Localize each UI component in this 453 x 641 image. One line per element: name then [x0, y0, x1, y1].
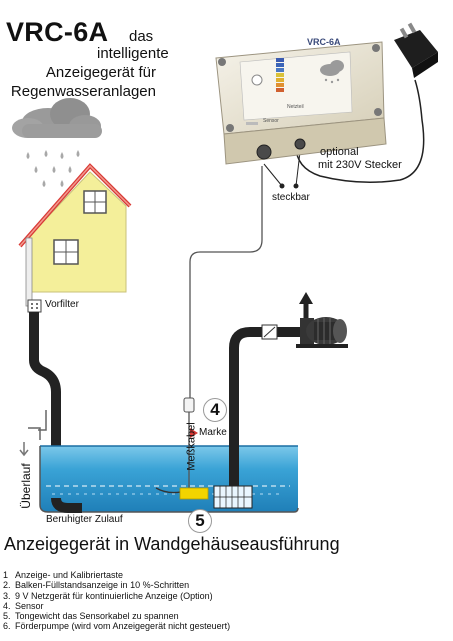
water-tank: [39, 445, 299, 513]
legend-item: 4.Sensor: [3, 600, 44, 611]
legend-item: 2.Balken-Füllstandsanzeige in 10 %-Schri…: [3, 580, 190, 591]
vorfilter-icon: [27, 299, 42, 313]
marke-label: Marke: [199, 427, 227, 438]
level-bar-icon: [276, 58, 284, 92]
overflow-pipe: [28, 410, 47, 440]
vrc-device: [215, 41, 387, 165]
marker-5: 5: [188, 509, 212, 533]
overflow-arrow-icon: [19, 442, 29, 457]
page-subtitle: Anzeigegerät in Wandgehäuseausführung: [4, 534, 340, 554]
optional-label: optional: [320, 146, 359, 158]
title-line-4: Regenwasseranlagen: [10, 83, 156, 100]
product-title: VRC-6A: [6, 17, 109, 47]
device-model-label: VRC-6A: [307, 37, 341, 47]
power-adapter-icon: [394, 22, 438, 78]
title-line-2: intelligente: [97, 45, 169, 62]
zulauf-label: Beruhigter Zulauf: [46, 514, 123, 525]
legend-item: 3.9 V Netzgerät für kontinuierliche Anze…: [3, 590, 213, 601]
suction-filter-icon: [213, 485, 253, 509]
marke-arrow-icon: [190, 428, 198, 438]
sensor-cable: [189, 166, 263, 398]
calibrate-button-icon: [251, 74, 263, 86]
device-netzteil-label: Netzteil: [287, 104, 304, 110]
device-cloud-icon: [320, 60, 344, 84]
downpipe: [29, 312, 61, 500]
marker-4: 4: [203, 398, 227, 422]
legend-item: 6.Förderpumpe (wird vom Anzeigegerät nic…: [3, 621, 231, 632]
power-socket-icon: [294, 138, 306, 150]
rain-drops-icon: [26, 150, 80, 187]
pump-icon: [296, 292, 348, 348]
rain-cloud-icon: [12, 98, 102, 138]
ueberlauf-label: Überlauf: [19, 463, 33, 509]
calm-inlet-pipe: [51, 497, 82, 513]
steckbar-label: steckbar: [272, 192, 310, 203]
pump-suction-pipe: [229, 327, 306, 500]
vorfilter-label: Vorfilter: [45, 299, 79, 310]
stecker-label: mit 230V Stecker: [318, 159, 402, 171]
ton-weight-icon: [179, 487, 209, 500]
messkabel-label: Meßkabel: [185, 422, 198, 471]
power-cable: [295, 79, 425, 183]
sensor-icon: [183, 397, 195, 413]
legend-item: 5.Tongewicht das Sensorkabel zu spannen: [3, 611, 179, 622]
check-valve-icon: [261, 324, 278, 340]
title-line-3: Anzeigegerät für: [45, 64, 156, 81]
house-icon: [18, 163, 132, 307]
device-sensor-label: Sensor: [263, 118, 279, 124]
sensor-socket-icon: [256, 144, 272, 160]
title-das: das: [129, 28, 154, 45]
